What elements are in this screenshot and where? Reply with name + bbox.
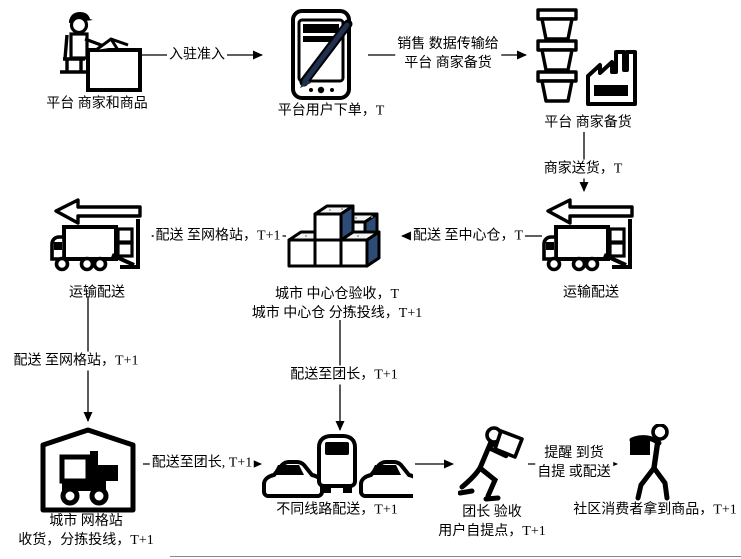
remind-edge-label-line2: 自提 或配送 (537, 465, 611, 480)
leader-node-label-line1: 团长 验收 (462, 505, 522, 520)
to-leader-vertical-edge-label: 配送至团长，T+1 (288, 365, 400, 385)
truck-loading-icon (542, 198, 634, 272)
leader-node-label: 团长 验收 用户自提点，T+1 (436, 503, 547, 541)
cars-and-van-icon (262, 434, 413, 498)
entry-edge-label: 入驻准入 (167, 45, 227, 65)
grid-node-label: 城市 网格站 收货，分拣投线，T+1 (16, 512, 155, 550)
central-node-label: 城市 中心仓验收，T 城市 中心仓 分拣投线，T+1 (250, 285, 424, 323)
to-central-edge-label: 配送 至中心仓，T (410, 226, 526, 246)
transport-left-node-label: 运输配送 (69, 285, 125, 301)
bins-and-factory-icon (536, 8, 637, 106)
merchant-node-label: 平台 商家和商品 (46, 96, 148, 112)
central-node-label-line1: 城市 中心仓验收，T (274, 287, 400, 302)
bottom-edge-line (170, 556, 741, 557)
sales-data-edge-label-line2: 平台 商家备货 (404, 56, 492, 71)
remind-edge-label-line1: 提醒 到货 (544, 446, 604, 461)
warehouse-forklift-icon (40, 427, 136, 513)
merchant-delivery-edge-label: 商家送货，T (541, 159, 625, 179)
stocking-node-label: 平台 商家备货 (544, 115, 632, 131)
to-leader-horizontal-edge-label: 配送至团长, T+1 (149, 453, 255, 473)
leader-node-label-line2: 用户自提点，T+1 (438, 524, 546, 539)
transport-right-node-label: 运输配送 (563, 285, 619, 301)
stacked-cubes-icon (287, 204, 381, 268)
sales-data-edge-label-line1: 销售 数据传输给 (397, 37, 499, 52)
sales-data-edge-label: 销售 数据传输给 平台 商家备货 (395, 35, 501, 73)
person-at-desk-icon (60, 12, 142, 92)
person-carrying-box-icon (458, 426, 524, 502)
remind-edge-label: 提醒 到货 自提 或配送 (535, 444, 613, 482)
to-grid-horizontal-edge-label: 配送 至网格站，T+1 (153, 226, 283, 246)
grid-node-label-line1: 城市 网格站 (49, 514, 123, 529)
consumer-node-label: 社区消费者拿到商品，T+1 (573, 502, 737, 518)
order-node-label: 平台用户下单，T (277, 103, 385, 119)
person-walking-with-box-icon (629, 424, 670, 501)
grid-node-label-line2: 收货，分拣投线，T+1 (18, 533, 154, 548)
routes-node-label: 不同线路配送，T+1 (276, 502, 398, 518)
phone-stylus-icon (291, 9, 353, 100)
central-node-label-line2: 城市 中心仓 分拣投线，T+1 (251, 306, 423, 321)
to-grid-vertical-edge-label: 配送 至网格站，T+1 (11, 351, 141, 371)
truck-loading-icon (50, 198, 142, 272)
